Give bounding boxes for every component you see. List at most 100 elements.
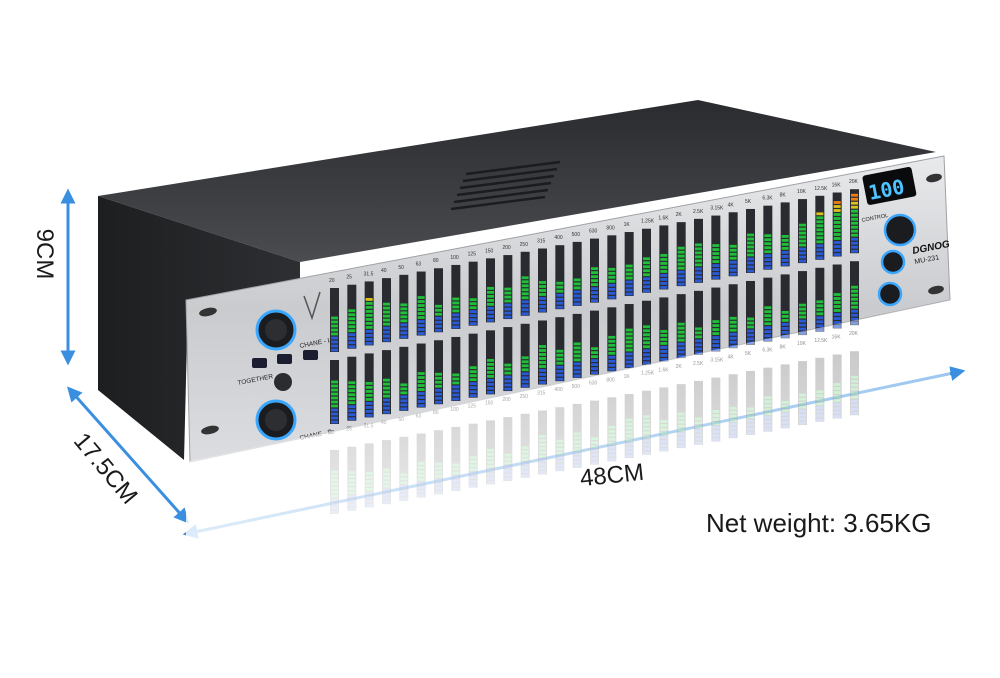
top-meter-led bbox=[764, 250, 772, 254]
top-meter-led bbox=[712, 272, 720, 275]
top-meter-freq-label: 1K bbox=[624, 222, 631, 228]
top-meter-led bbox=[781, 258, 789, 262]
top-meter-led bbox=[365, 302, 373, 305]
bottom-meter-led bbox=[383, 378, 390, 382]
top-meter-led bbox=[747, 253, 754, 257]
bottom-meter-led bbox=[833, 293, 841, 296]
top-meter-led bbox=[521, 304, 529, 308]
top-meter-led bbox=[799, 243, 806, 247]
bottom-meter-led bbox=[660, 354, 668, 357]
top-meter-led bbox=[573, 294, 581, 298]
bottom-meter-led bbox=[435, 380, 442, 384]
bottom-meter-led bbox=[712, 344, 720, 347]
top-meter-led bbox=[452, 313, 460, 317]
bottom-meter-led bbox=[764, 330, 772, 334]
bottom-meter-led bbox=[556, 361, 564, 365]
top-meter-freq-label: 1.25K bbox=[641, 219, 655, 225]
bottom-meter-column bbox=[780, 274, 790, 339]
bottom-meter-led bbox=[608, 351, 616, 355]
bottom-meter-led bbox=[781, 318, 789, 322]
top-meter-led bbox=[625, 268, 633, 272]
bottom-meter-led bbox=[504, 375, 512, 379]
bottom-meter-column bbox=[347, 356, 357, 421]
bottom-meter-column bbox=[815, 267, 825, 332]
bottom-meter-column bbox=[330, 360, 339, 424]
bottom-meter-led bbox=[539, 349, 546, 352]
top-meter-led bbox=[521, 300, 529, 304]
top-meter-led bbox=[851, 201, 858, 205]
top-meter-led bbox=[591, 271, 598, 275]
top-meter-led bbox=[608, 267, 616, 271]
top-meter-led bbox=[504, 303, 512, 307]
bottom-meter-led bbox=[348, 385, 356, 389]
control-knob-2[interactable] bbox=[880, 249, 906, 275]
bottom-meter-led bbox=[487, 382, 494, 386]
save-button[interactable] bbox=[252, 358, 267, 368]
bottom-meter-led bbox=[348, 397, 356, 401]
top-meter-led bbox=[677, 278, 685, 282]
eq-bypass-button[interactable] bbox=[277, 354, 292, 364]
bottom-meter-led bbox=[591, 351, 598, 355]
top-meter-led bbox=[383, 330, 390, 334]
top-meter-column bbox=[572, 241, 582, 306]
bottom-meter-led bbox=[331, 400, 338, 404]
bottom-meter-led bbox=[556, 357, 564, 361]
recall-button[interactable] bbox=[303, 350, 318, 360]
bottom-meter-column bbox=[382, 350, 391, 415]
bottom-meter-led bbox=[695, 347, 702, 351]
bottom-meter-led bbox=[539, 369, 546, 372]
top-meter-led bbox=[729, 244, 737, 248]
top-meter-led bbox=[591, 291, 598, 295]
top-meter-led bbox=[417, 304, 425, 307]
bottom-meter-led bbox=[573, 374, 581, 378]
control-knob-3[interactable] bbox=[877, 281, 903, 307]
bottom-meter-led bbox=[660, 350, 668, 353]
top-meter-freq-label: 20 bbox=[329, 278, 335, 284]
top-meter-led bbox=[573, 282, 581, 286]
top-meter-led bbox=[781, 262, 789, 266]
top-meter-led bbox=[747, 233, 754, 237]
top-meter-led bbox=[851, 197, 858, 201]
bottom-meter-led bbox=[643, 353, 650, 357]
top-meter-led bbox=[833, 249, 841, 252]
top-meter-led bbox=[556, 301, 564, 305]
top-meter-led bbox=[833, 233, 841, 236]
top-meter-led bbox=[764, 246, 772, 250]
top-meter-led bbox=[521, 284, 529, 288]
top-meter-freq-label: 150 bbox=[485, 248, 494, 254]
bottom-meter-led bbox=[504, 367, 512, 371]
bottom-meter-led bbox=[573, 342, 581, 346]
top-meter-column bbox=[451, 264, 461, 329]
top-meter-led bbox=[816, 212, 824, 216]
bottom-meter-led bbox=[591, 367, 598, 371]
top-meter-freq-label: 630 bbox=[589, 229, 598, 235]
bottom-meter-led bbox=[833, 317, 841, 320]
top-meter-freq-label: 500 bbox=[572, 232, 581, 238]
bottom-meter-led bbox=[365, 406, 373, 409]
top-meter-led bbox=[452, 317, 460, 321]
bottom-meter-led bbox=[417, 396, 425, 399]
top-meter-led bbox=[677, 250, 685, 254]
top-meter-led bbox=[833, 253, 841, 256]
vent-slots bbox=[450, 160, 561, 211]
top-meter-freq-label: 63 bbox=[416, 262, 422, 268]
top-meter-led bbox=[677, 274, 685, 278]
together-button[interactable] bbox=[274, 373, 292, 391]
top-meter-led bbox=[660, 258, 668, 261]
bottom-meter-led bbox=[452, 393, 460, 397]
top-meter-led bbox=[608, 287, 616, 291]
top-meter-led bbox=[660, 274, 668, 277]
control-knob-1[interactable] bbox=[883, 213, 917, 247]
bottom-meter-led bbox=[764, 314, 772, 318]
top-meter-led bbox=[591, 275, 598, 279]
bottom-meter-led bbox=[695, 343, 702, 347]
top-meter-led bbox=[573, 302, 581, 306]
top-meter-led bbox=[383, 326, 390, 330]
top-meter-led bbox=[833, 209, 841, 212]
bottom-meter-led bbox=[608, 335, 616, 339]
top-meter-led bbox=[747, 269, 754, 273]
bottom-meter-led bbox=[677, 338, 685, 342]
top-meter-led bbox=[660, 282, 668, 285]
bottom-meter-led bbox=[625, 344, 633, 348]
bottom-meter-led bbox=[539, 353, 546, 356]
